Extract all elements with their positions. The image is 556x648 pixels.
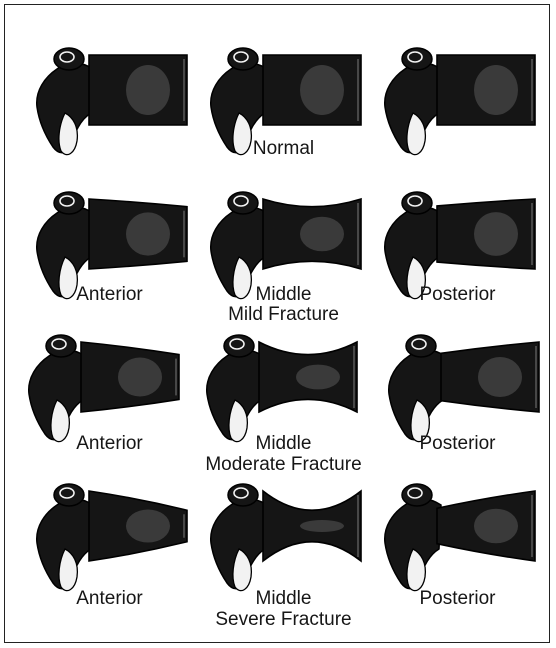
body-texture	[300, 520, 344, 532]
vertebra-severe-posterior-drawing	[375, 479, 540, 599]
facet-knob	[224, 335, 254, 357]
label-severe-anterior: Anterior	[27, 588, 192, 609]
facet-knob	[228, 484, 258, 506]
vertebra-moderate-posterior-drawing	[379, 330, 544, 450]
label-moderate-anterior: Anterior	[27, 433, 192, 454]
vertebra-normal-posterior	[375, 43, 540, 163]
vertebra-moderate-middle-drawing	[197, 330, 362, 450]
body-texture	[118, 358, 162, 397]
label-mild-posterior: Posterior	[375, 284, 540, 305]
facet-knob	[228, 192, 258, 214]
body-texture	[300, 217, 344, 252]
facet-knob	[402, 48, 432, 70]
label-moderate-posterior: Posterior	[375, 433, 540, 454]
body-texture	[478, 357, 522, 397]
caption-mild: Mild Fracture	[201, 304, 366, 325]
vertebra-normal-anterior	[27, 43, 192, 163]
facet-knob	[46, 335, 76, 357]
label-severe-posterior: Posterior	[375, 588, 540, 609]
figure-frame: Normal Anterior Middle Mild Fracture Pos…	[4, 4, 550, 643]
vertebra-severe-anterior	[27, 479, 192, 599]
vertebra-normal-posterior-drawing	[375, 43, 540, 163]
body-texture	[126, 65, 170, 115]
facet-knob	[228, 48, 258, 70]
body-texture	[474, 509, 518, 544]
facet-knob	[54, 484, 84, 506]
body-texture	[300, 65, 344, 115]
facet-knob	[54, 192, 84, 214]
vertebra-normal-anterior-drawing	[27, 43, 192, 163]
vertebra-severe-middle	[201, 479, 366, 599]
facet-knob	[406, 335, 436, 357]
body-texture	[126, 509, 170, 542]
vertebra-moderate-anterior-drawing	[19, 330, 184, 450]
vertebra-moderate-posterior	[379, 330, 544, 450]
label-mild-middle: Middle	[201, 284, 366, 305]
caption-severe: Severe Fracture	[201, 609, 366, 630]
body-texture	[474, 212, 518, 256]
label-moderate-middle: Middle	[201, 433, 366, 454]
body-texture	[126, 212, 170, 255]
facet-knob	[402, 484, 432, 506]
label-mild-anterior: Anterior	[27, 284, 192, 305]
vertebra-severe-posterior	[375, 479, 540, 599]
vertebra-moderate-middle	[197, 330, 362, 450]
caption-normal: Normal	[201, 138, 366, 159]
facet-knob	[402, 192, 432, 214]
body-texture	[474, 65, 518, 115]
facet-knob	[54, 48, 84, 70]
caption-moderate: Moderate Fracture	[191, 454, 376, 475]
vertebra-severe-anterior-drawing	[27, 479, 192, 599]
body-texture	[296, 365, 340, 390]
vertebra-moderate-anterior	[19, 330, 184, 450]
label-severe-middle: Middle	[201, 588, 366, 609]
vertebra-severe-middle-drawing	[201, 479, 366, 599]
